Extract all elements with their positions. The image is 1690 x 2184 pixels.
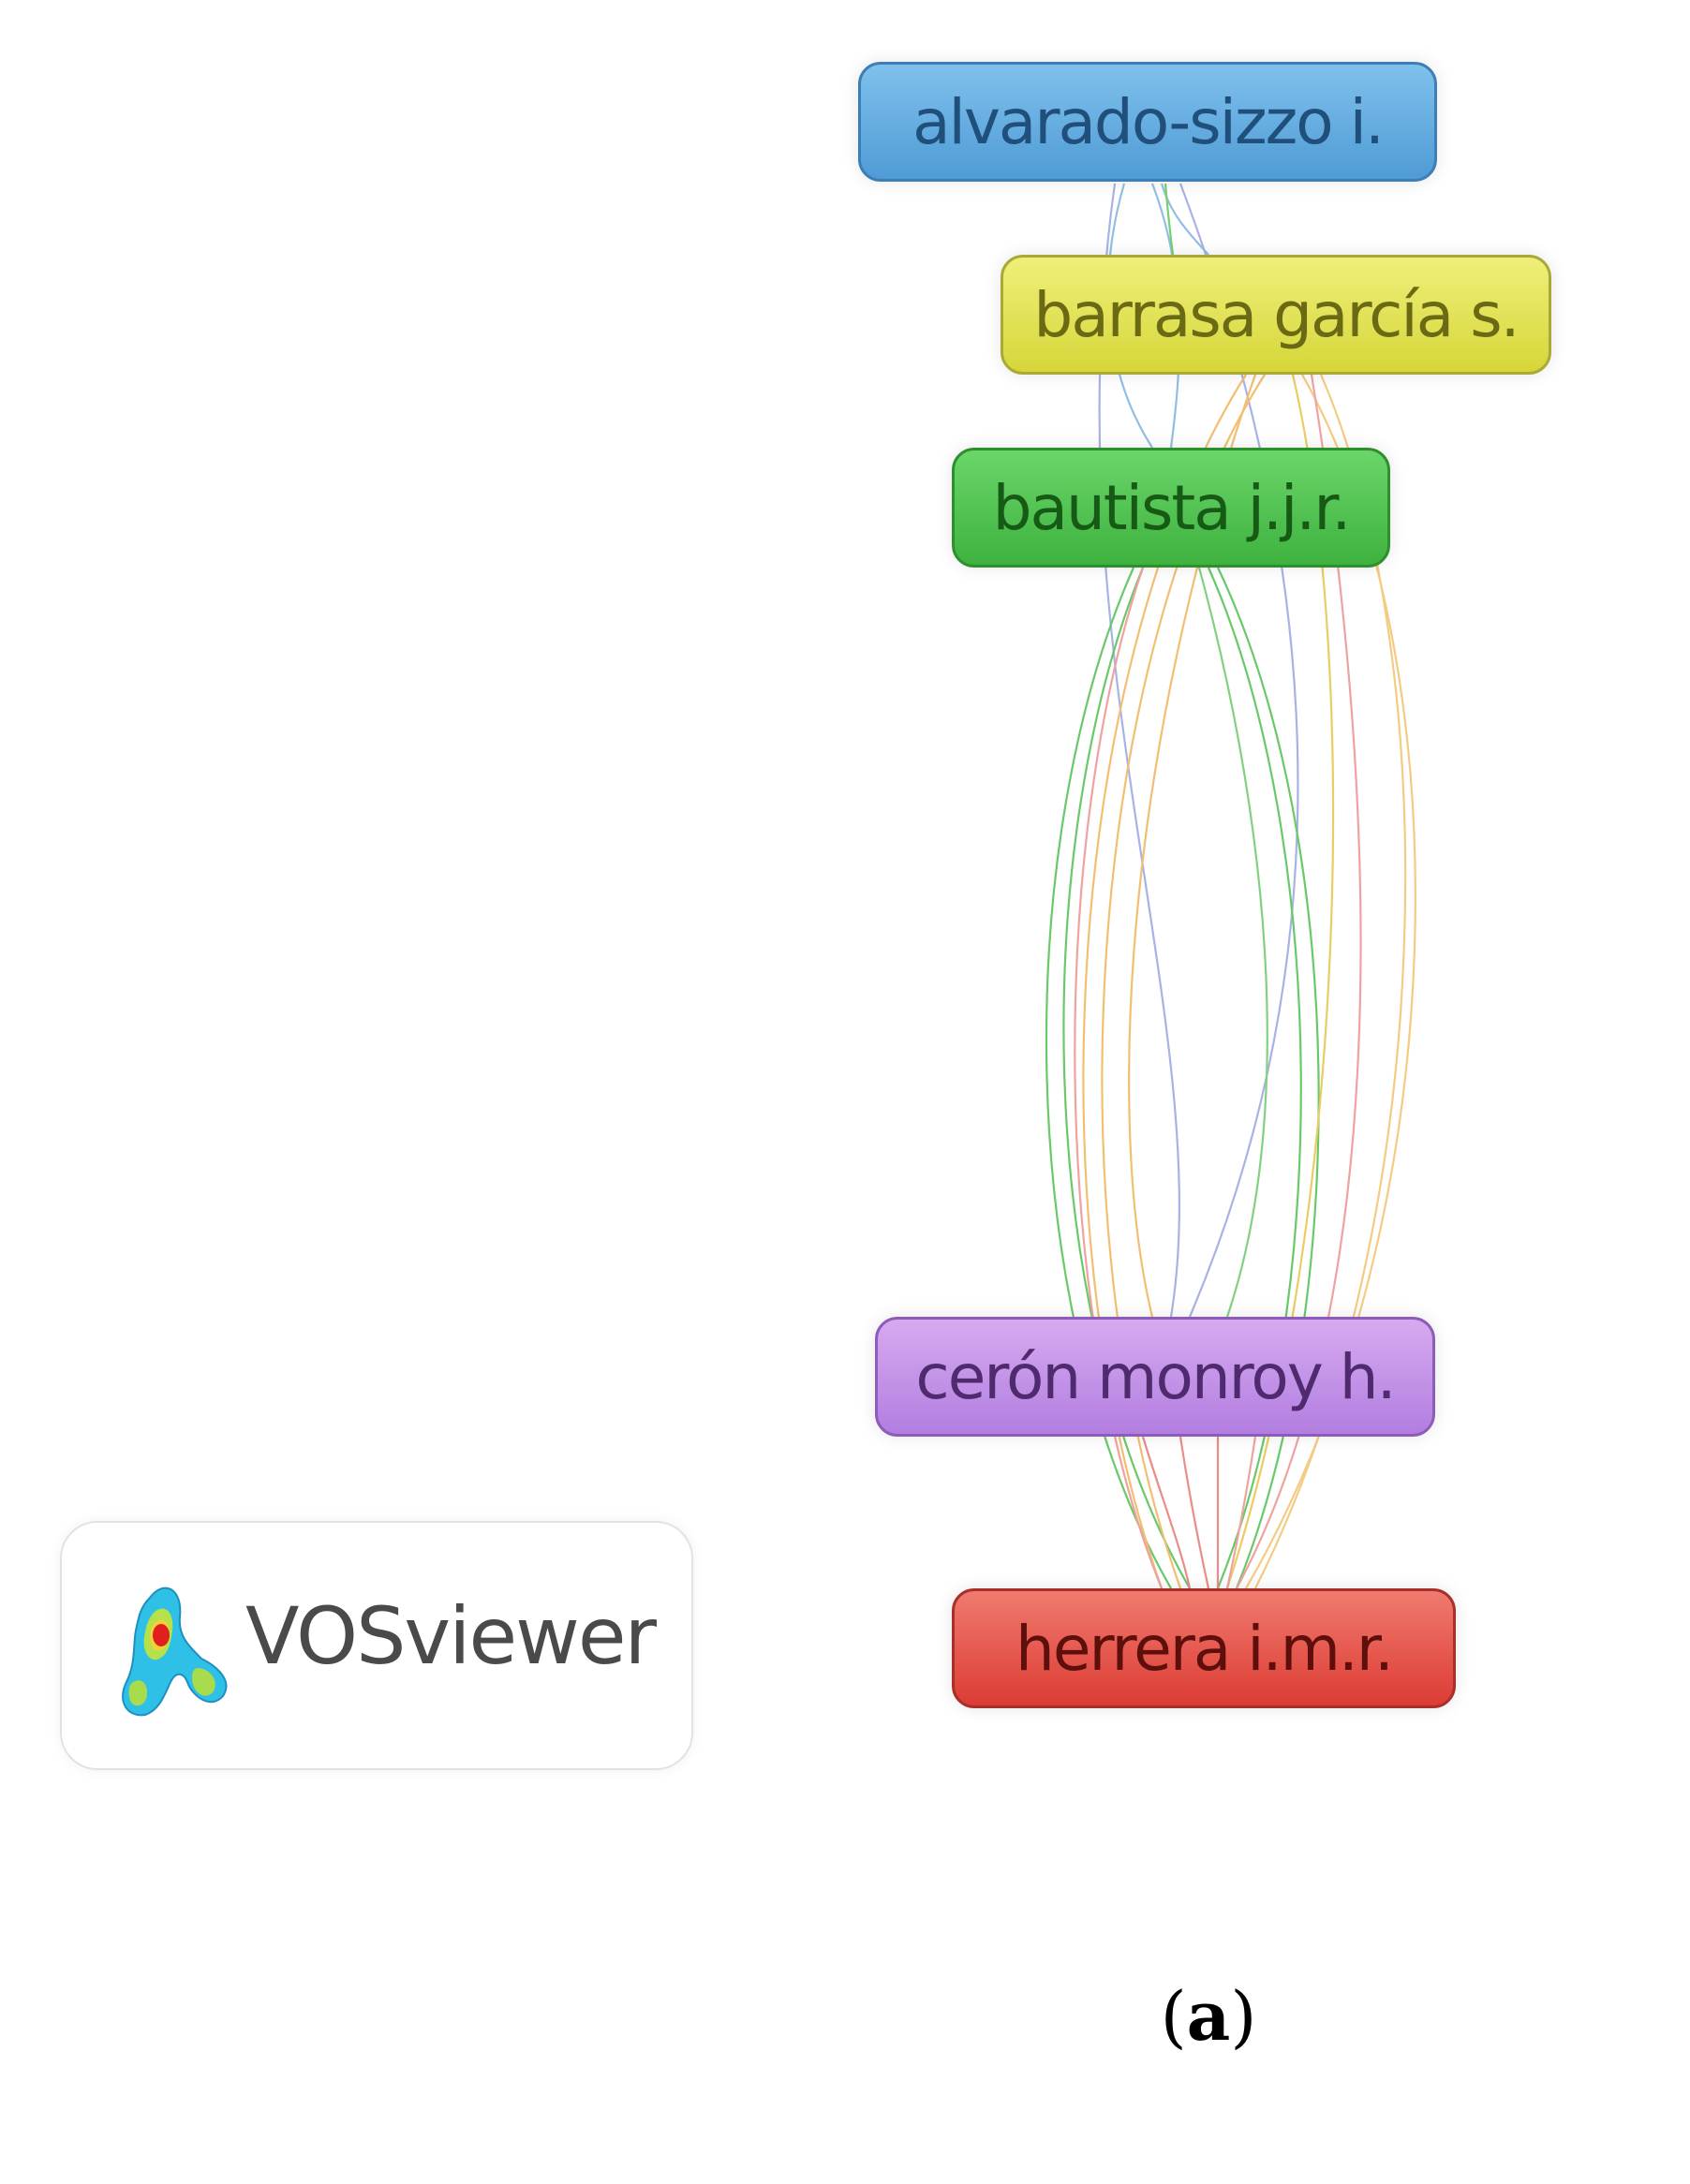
- edge-bautista-herrera: [1045, 567, 1172, 1589]
- edge-ceron-herrera: [1141, 1436, 1192, 1589]
- vosviewer-logo-icon: [122, 1586, 228, 1717]
- edge-alvarado-ceron: [1098, 183, 1180, 1318]
- node-ceron-monroy[interactable]: cerón monroy h.: [875, 1317, 1435, 1437]
- edge-ceron-herrera-2: [1179, 1436, 1210, 1589]
- edge-herrera-up-2: [1236, 374, 1362, 1589]
- edge-bautista-herrera-3: [1207, 567, 1302, 1589]
- edge-ceron-herrera-4: [1225, 1436, 1257, 1589]
- edge-bautista-ceron: [1197, 567, 1268, 1318]
- node-label: bautista j.j.r.: [992, 471, 1352, 544]
- node-alvarado-sizzo[interactable]: alvarado-sizzo i.: [858, 62, 1437, 182]
- node-label: alvarado-sizzo i.: [912, 85, 1385, 158]
- edge-bautista-herrera-4: [1217, 567, 1320, 1589]
- edge-herrera-up: [1074, 567, 1164, 1589]
- edge-bautista-herrera-2: [1062, 567, 1191, 1589]
- node-label: herrera i.m.r.: [1015, 1612, 1394, 1685]
- node-herrera[interactable]: herrera i.m.r.: [952, 1588, 1456, 1708]
- node-barrasa-garcia[interactable]: barrasa garcía s.: [1001, 255, 1551, 375]
- panel-label-open: (: [1160, 1977, 1187, 2056]
- vosviewer-logo-text: VOSviewer: [245, 1590, 657, 1682]
- node-label: barrasa garcía s.: [1033, 278, 1520, 351]
- edge-alvarado-barrasa-g: [1164, 183, 1175, 256]
- edge-alvarado-barrasa: [1160, 183, 1209, 256]
- panel-label-letter: a: [1186, 1976, 1231, 2056]
- node-label: cerón monroy h.: [915, 1340, 1396, 1413]
- panel-label: (a): [1124, 1976, 1293, 2056]
- node-bautista[interactable]: bautista j.j.r.: [952, 448, 1390, 568]
- vosviewer-logo-box: VOSviewer: [60, 1521, 693, 1770]
- panel-label-close: ): [1230, 1977, 1257, 2056]
- edge-alvarado-ceron-2: [1179, 183, 1299, 1318]
